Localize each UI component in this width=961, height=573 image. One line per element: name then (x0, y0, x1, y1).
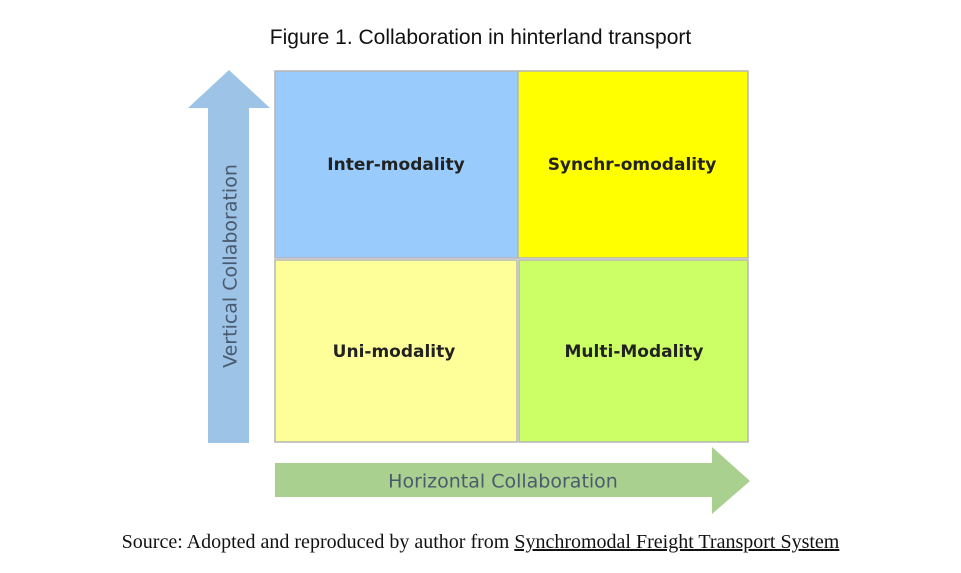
quadrant-label-synchromodality: Synchr-omodality (548, 155, 717, 175)
figure-title: Figure 1. Collaboration in hinterland tr… (269, 26, 692, 49)
source-link[interactable]: Synchromodal Freight Transport System (514, 531, 840, 553)
quadrant-label-inter-modality: Inter-modality (327, 155, 464, 175)
vertical-axis-label: Vertical Collaboration (220, 164, 242, 368)
vertical-collaboration-arrow (188, 70, 270, 443)
horizontal-axis-label: Horizontal Collaboration (388, 471, 618, 493)
quadrant-bottom-left (274, 259, 518, 443)
quadrant-top-right (517, 70, 749, 259)
quadrant-label-multi-modality: Multi-Modality (565, 342, 704, 362)
quadrant-label-uni-modality: Uni-modality (333, 342, 456, 362)
quadrant-bottom-right (518, 259, 749, 443)
horizontal-collaboration-arrow (275, 447, 750, 514)
source-citation: Source: Adopted and reproduced by author… (0, 531, 961, 554)
quadrant-top-left (274, 70, 519, 259)
source-prefix: Source: Adopted and reproduced by author… (121, 531, 515, 553)
